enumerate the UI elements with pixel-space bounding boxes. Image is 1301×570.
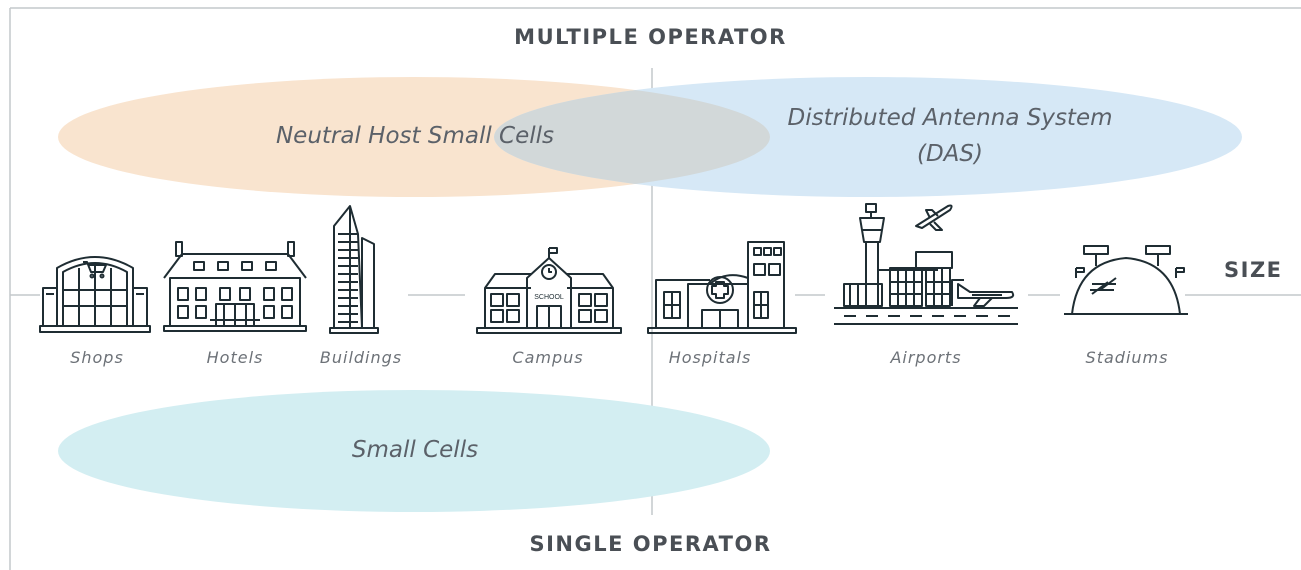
small-cells-label: Small Cells [351, 437, 479, 463]
venue-label-hotels: Hotels [206, 348, 264, 367]
axis-top-label: MULTIPLE OPERATOR [514, 25, 787, 49]
shop-building-icon [35, 238, 155, 334]
venue-label-shops: Shops [70, 348, 124, 367]
small-cells-ellipse [58, 390, 770, 512]
venue-label-stadiums: Stadiums [1085, 348, 1169, 367]
venue-label-airports: Airports [890, 348, 962, 367]
school-icon: SCHOOL [475, 247, 623, 334]
das-label-line1: Distributed Antenna System [787, 105, 1113, 131]
axis-right-label: SIZE [1224, 258, 1283, 282]
venue-label-hospitals: Hospitals [668, 348, 752, 367]
skyscraper-icon [328, 204, 380, 334]
neutral-host-label: Neutral Host Small Cells [275, 123, 555, 149]
venue-label-campus: Campus [512, 348, 584, 367]
school-sign-text: SCHOOL [534, 294, 564, 301]
overlap-region [494, 77, 770, 197]
das-label-line2: (DAS) [917, 141, 983, 167]
airport-icon [830, 202, 1022, 330]
venue-label-buildings: Buildings [319, 348, 403, 367]
hotel-icon [162, 236, 308, 332]
stadium-icon [1064, 244, 1188, 318]
axis-bottom-label: SINGLE OPERATOR [529, 532, 772, 556]
hospital-icon [647, 240, 797, 334]
